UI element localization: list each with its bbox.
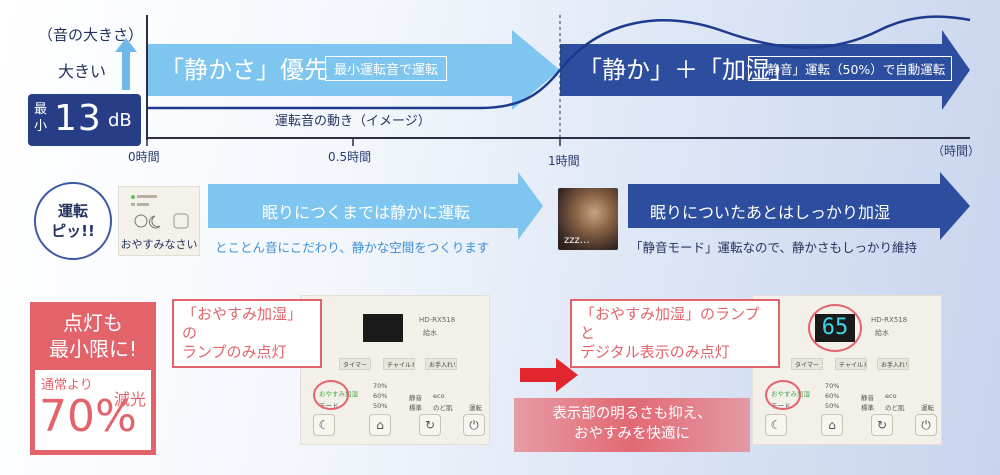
brightness-note: 表示部の明るさも抑え、 おやすみを快適に [514, 398, 750, 452]
power-icon: ⏻ [463, 414, 485, 436]
db-unit: dB [108, 110, 132, 131]
after-sleep-arrow [628, 172, 970, 240]
transition-arrow-icon [520, 358, 578, 392]
throat-label: のど肌 [433, 404, 453, 412]
tick-05h: 0.5時間 [328, 150, 372, 164]
home-icon: ⌂ [369, 414, 391, 436]
mini-panel-graphic [131, 195, 189, 229]
control-panel-after: 65 HD-RX518 給水 タイマー チャイルドロック お手入れリセット おや… [752, 295, 942, 445]
before-sleep-arrow [208, 172, 543, 240]
before-sleep-sub: とことん音にこだわり、静かな空間をつくります [215, 240, 490, 255]
dimming-title: 点灯も 最小限に! [30, 310, 156, 362]
sleeping-photo: zzz… [558, 188, 618, 250]
run-label-b: 運転 [921, 404, 934, 412]
dimming-detail: 通常より 70% 減光 [35, 370, 151, 450]
normal-label: 通常より [41, 378, 93, 393]
callout-lamp-only: 「おやすみ加湿」の ランプのみ点灯 [172, 299, 322, 368]
child-lock-button-b: チャイルドロック [835, 358, 867, 370]
goodnight-panel-image: おやすみなさい [118, 186, 200, 256]
callout-lamp-and-display: 「おやすみ加湿」のランプと デジタル表示のみ点灯 [570, 299, 780, 368]
highlight-circle-lamp [313, 380, 349, 410]
highlight-circle-lamp-b [765, 380, 801, 410]
beep-line1: 運転 [57, 202, 88, 220]
sound-movement-label: 運転音の動き（イメージ） [275, 114, 431, 129]
dimming-title-line2: 最小限に! [48, 337, 138, 361]
display-off [363, 314, 403, 342]
power-icon-b: ⏻ [915, 414, 937, 436]
oyasumi-button-icon-b: ☾ [765, 414, 787, 436]
control-panel-before: HD-RX518 給水 タイマー チャイルドロック お手入れリセット おやすみ加… [300, 295, 490, 445]
child-lock-button: チャイルドロック [383, 358, 415, 370]
standard-label: 標準 [409, 404, 422, 412]
dimming-percent: 70% [39, 391, 137, 442]
throat-label-b: のど肌 [885, 404, 905, 412]
sound-curve [147, 15, 971, 110]
level-60-b: 60% [825, 392, 840, 400]
panel-water: 給水 [423, 329, 437, 337]
callout-a-line1: 「おやすみ加湿」の [182, 305, 303, 342]
run-label: 運転 [469, 404, 482, 412]
dimming-badge: 点灯も 最小限に! 通常より 70% 減光 [30, 302, 156, 455]
brightness-line1: 表示部の明るさも抑え、 [552, 406, 712, 422]
quiet-label: 静音 [409, 394, 422, 402]
quiet-label-b: 静音 [861, 394, 874, 402]
eco-label: eco [433, 392, 445, 400]
timer-button-b: タイマー [791, 358, 824, 370]
level-50-b: 50% [825, 402, 840, 410]
timer-button: タイマー [339, 358, 372, 370]
tick-1h: 1時間 [548, 154, 580, 168]
before-sleep-main: 眠りにつくまでは静かに運転 [262, 203, 471, 222]
humid-phase-title: 「静か」＋「加湿」 [578, 56, 794, 84]
standard-label-b: 標準 [861, 404, 874, 412]
home-icon-b: ⌂ [821, 414, 843, 436]
callout-b-line2: デジタル表示のみ点灯 [580, 343, 730, 361]
panel-water-b: 給水 [875, 329, 889, 337]
volume-axis-label: （音の大きさ） [38, 26, 144, 44]
time-unit-label: （時間） [932, 144, 981, 158]
quiet-phase-tag: 最小運転音で運転 [325, 56, 448, 81]
highlight-circle-display [808, 304, 862, 352]
min-db-badge: 最小 13 dB [28, 94, 141, 146]
callout-a-line2: ランプのみ点灯 [182, 343, 287, 361]
quiet-phase-title: 「静かさ」優先 [160, 56, 328, 84]
quiet-phase-arrow [148, 30, 560, 110]
loud-label: 大きい [58, 62, 107, 81]
level-50: 50% [373, 402, 388, 410]
level-60: 60% [373, 392, 388, 400]
level-70-b: 70% [825, 382, 840, 390]
dimming-title-line1: 点灯も [63, 311, 123, 335]
goodnight-caption: おやすみなさい [120, 238, 198, 251]
cycle-icon-b: ↻ [871, 414, 893, 436]
panel-model: HD-RX518 [419, 316, 456, 324]
timeline-graphic [146, 15, 971, 146]
after-sleep-main: 眠りについたあとはしっかり加湿 [650, 203, 891, 222]
min-label: 最小 [34, 102, 48, 134]
brightness-line2: おやすみを快適に [574, 426, 690, 442]
humid-phase-tag: 「静音」運転（50%）で自動運転 [748, 56, 953, 81]
level-70: 70% [373, 382, 388, 390]
eco-label-b: eco [885, 392, 897, 400]
db-value: 13 [54, 98, 102, 139]
cycle-icon: ↻ [419, 414, 441, 436]
humid-phase-arrow [560, 30, 970, 110]
oyasumi-button-icon: ☾ [313, 414, 335, 436]
reset-button-b: お手入れリセット [877, 358, 909, 370]
beep-badge: 運転 ピッ!! [34, 182, 112, 260]
reset-button: お手入れリセット [425, 358, 457, 370]
up-arrow-icon [115, 38, 137, 90]
panel-model-b: HD-RX518 [871, 316, 908, 324]
beep-line2: ピッ!! [51, 222, 95, 240]
reduced-label: 減光 [113, 390, 146, 409]
after-sleep-sub: 「静音モード」運転なので、静かさもしっかり維持 [630, 240, 918, 255]
callout-b-line1: 「おやすみ加湿」のランプと [580, 305, 760, 342]
photo-caption: zzz… [564, 235, 590, 246]
tick-0h: 0時間 [128, 150, 160, 164]
